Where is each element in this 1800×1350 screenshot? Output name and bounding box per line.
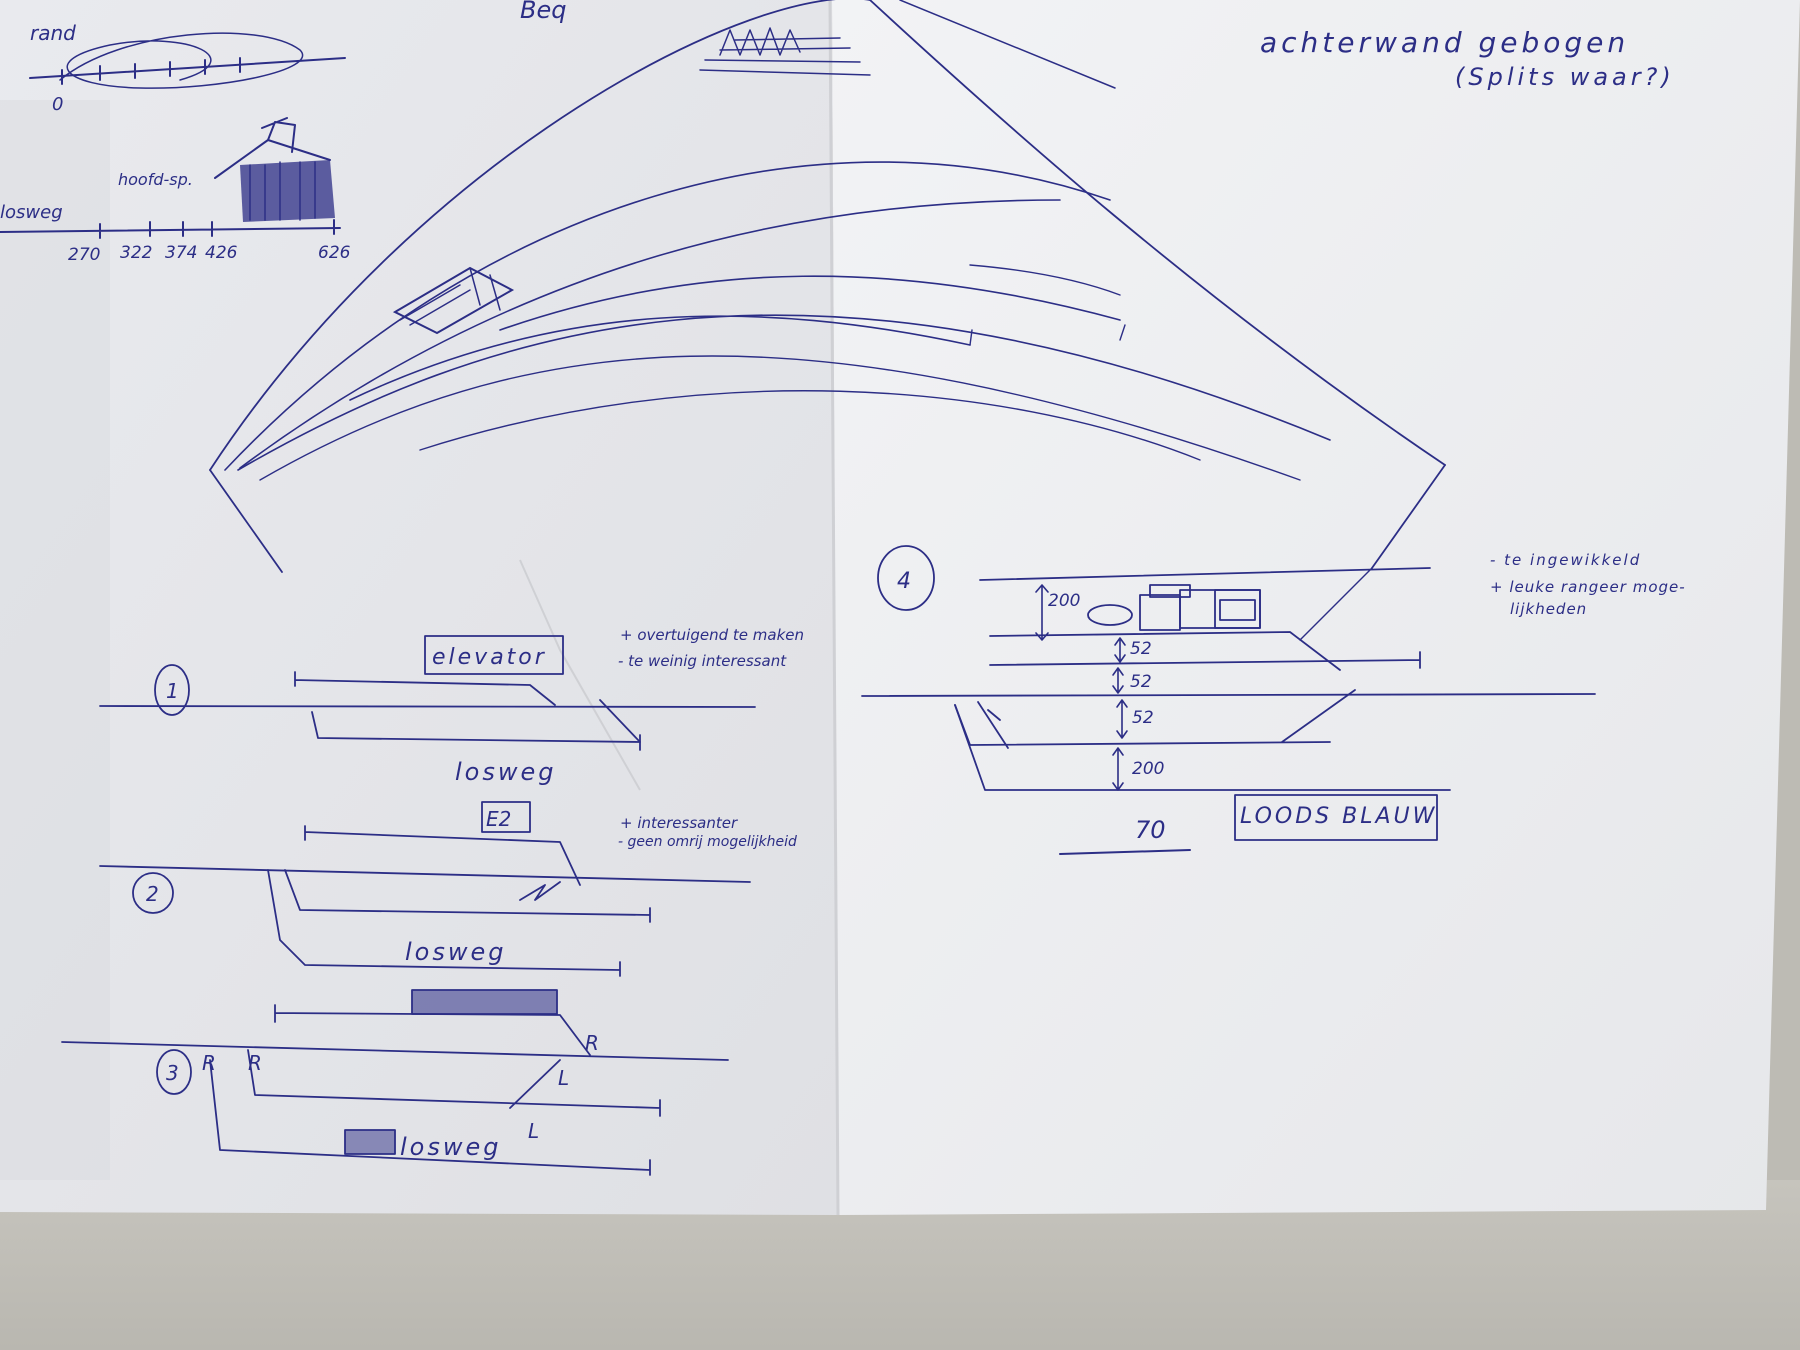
scale-label: rand: [30, 21, 76, 45]
losweg-top-label: losweg: [0, 202, 63, 223]
dim-tick-322: 322: [120, 243, 152, 263]
variant-4-spacing-1: 200: [1048, 591, 1080, 611]
variant-2-number-circle: [132, 872, 174, 914]
variant-3-turnout-r2: R: [248, 1051, 262, 1075]
variant-3-sketch: 3 R R R L L losweg: [61, 989, 729, 1176]
variant-4-plus: + leuke rangeer moge-: [1490, 578, 1686, 596]
variant-3-train: [412, 990, 557, 1014]
variant-2-building: [481, 801, 531, 833]
paper-right-half: [832, 0, 1800, 1215]
variant-3-number: 3: [166, 1061, 179, 1085]
dim-tick-374: 374: [165, 243, 197, 263]
variant-3-number-circle: [156, 1049, 192, 1095]
variant-2-building-label: E2: [486, 807, 511, 831]
dim-tick-426: 426: [205, 243, 238, 263]
paper-crease: [519, 559, 641, 791]
variant-4-shed: [1234, 794, 1438, 841]
dim-tick-626: 626: [318, 243, 351, 263]
variant-1-road: losweg: [455, 758, 556, 786]
variant-4-sketch: 4 - te ingewikkeld + leuke rangeer moge-…: [861, 545, 1686, 855]
variant-4-spacing-2: 52: [1130, 639, 1152, 659]
top-note: achterwand gebogen (Splits waar?): [1260, 26, 1675, 91]
variant-3-turnout-l1: L: [558, 1066, 569, 1090]
variant-2-minus: - geen omrij mogelijkheid: [618, 834, 797, 850]
variant-3-road: losweg: [400, 1133, 501, 1161]
paper-left-half: [0, 0, 838, 1215]
variant-4-shed-label: LOODS BLAUW: [1240, 804, 1437, 829]
dim-tick-270: 270: [68, 245, 100, 265]
scale-zero: 0: [52, 94, 63, 115]
top-note-line1: achterwand gebogen: [1260, 26, 1629, 59]
variant-4-plus-cont: lijkheden: [1510, 600, 1587, 618]
variant-4-spacing-3: 52: [1130, 672, 1152, 692]
paper-fold: [828, 0, 840, 1216]
variant-4-width: 70: [1135, 816, 1166, 844]
scale-bar: rand 0: [29, 21, 346, 115]
variant-2-plus: + interessanter: [620, 814, 738, 832]
variant-3-turnout-l2: L: [528, 1119, 539, 1143]
bleed-through-mark: [0, 100, 110, 1180]
variant-1-building: [424, 635, 564, 675]
variant-3-small-building: [345, 1130, 395, 1154]
variant-2-sketch: 2 E2 + interessanter - geen omrij mogeli…: [99, 801, 797, 977]
variant-3-turnout-r3: R: [585, 1031, 599, 1055]
hoofdsp-label: hoofd-sp.: [118, 170, 193, 189]
top-note-line2: (Splits waar?): [1455, 63, 1675, 91]
variant-3-turnout-r1: R: [202, 1051, 216, 1075]
variant-2-road: losweg: [405, 938, 506, 966]
variant-2-number: 2: [146, 882, 159, 906]
variant-1-minus: - te weinig interessant: [618, 652, 787, 670]
title-fragment: Beq: [520, 0, 566, 24]
dimension-line-top: losweg 270 322 374 426 626: [0, 202, 351, 265]
variant-4-minus: - te ingewikkeld: [1490, 551, 1641, 569]
station-building-sketch: hoofd-sp.: [118, 117, 335, 222]
variant-4-spacing-4: 52: [1132, 708, 1154, 728]
variant-1-number: 1: [166, 679, 179, 703]
variant-1-number-circle: [154, 664, 190, 716]
variant-1-plus: + overtuigend te maken: [620, 626, 804, 644]
variant-4-number: 4: [897, 569, 911, 594]
variant-4-spacing-5: 200: [1132, 759, 1164, 779]
variant-1-building-label: elevator: [432, 645, 547, 670]
curved-track-plan: [209, 0, 1446, 641]
variant-4-number-circle: [877, 545, 935, 611]
variant-1-sketch: 1 elevator + overtuigend te maken - te w…: [99, 626, 804, 786]
